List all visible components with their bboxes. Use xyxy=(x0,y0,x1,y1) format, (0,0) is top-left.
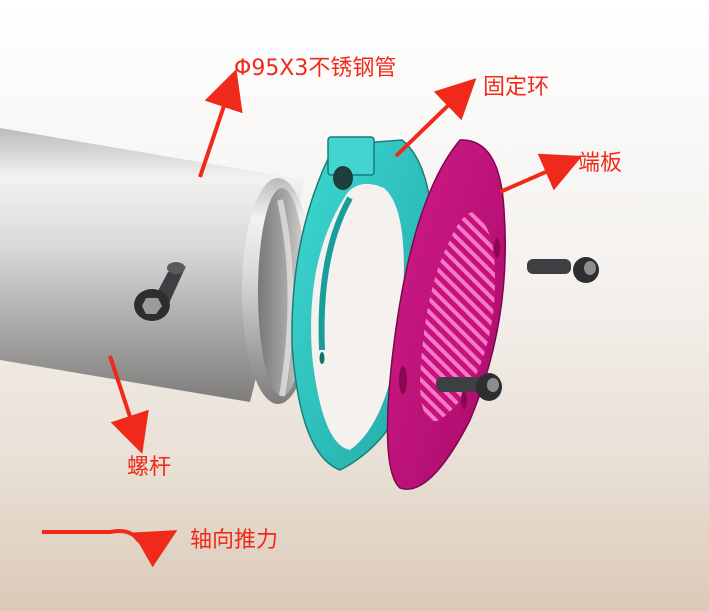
plate-bolt-lower xyxy=(436,373,502,401)
tube-bolt xyxy=(134,262,186,321)
tube-arrow-icon xyxy=(198,69,243,178)
end-plate-label: 端板 xyxy=(578,151,623,176)
plate-arrow-icon xyxy=(499,153,583,194)
ring-arrow-icon xyxy=(394,78,477,158)
fixing-ring-label: 固定环 xyxy=(483,75,550,100)
bolt-label: 螺杆 xyxy=(127,455,172,480)
force-wavy-arrow-icon xyxy=(42,529,178,568)
axial-force-label: 轴向推力 xyxy=(190,528,279,553)
end-plate xyxy=(386,139,506,490)
bolt-arrow-icon xyxy=(108,355,149,454)
steel-tube xyxy=(0,128,314,404)
plate-bolt-upper xyxy=(527,257,599,283)
steel-tube-label: Φ95X3不锈钢管 xyxy=(234,56,397,81)
